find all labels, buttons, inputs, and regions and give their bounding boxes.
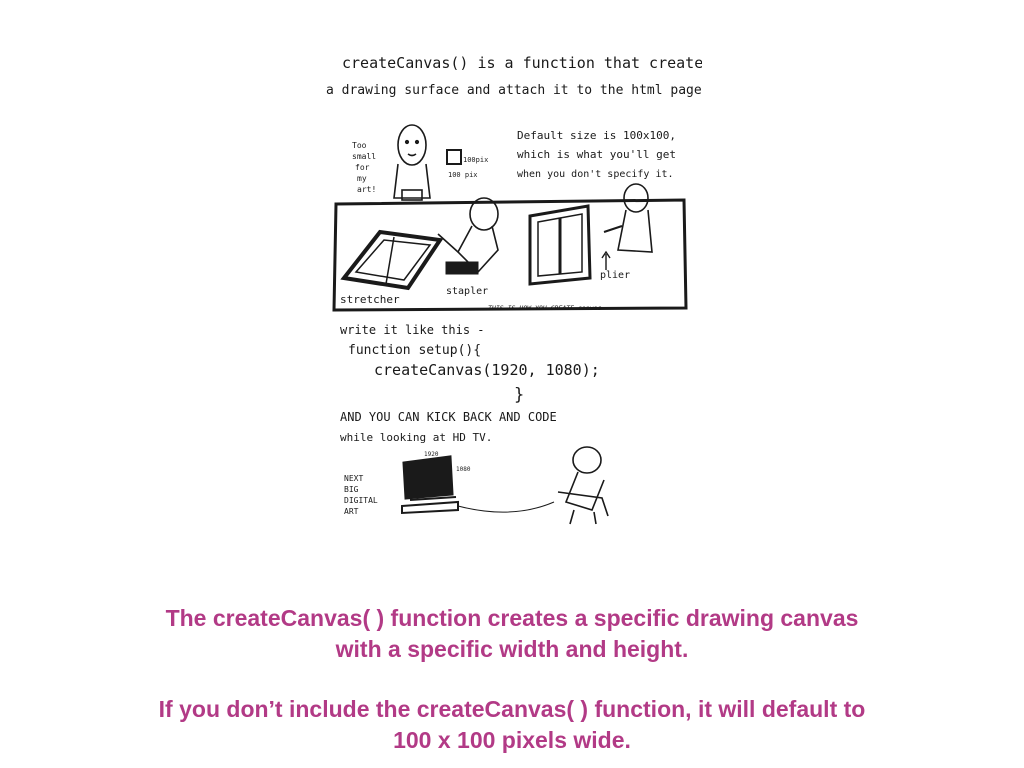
- person-with-small-canvas: [393, 124, 431, 201]
- tv-height-label: 1080: [456, 466, 471, 473]
- caption-paragraph-1: The createCanvas( ) function creates a s…: [0, 603, 1024, 665]
- next-big-digital-art-label: NEXT BIG DIGITAL ART: [344, 474, 383, 516]
- plier-label: plier: [600, 270, 630, 281]
- canvas-building-scene: [332, 183, 688, 312]
- caption-line: If you don’t include the createCanvas( )…: [158, 696, 866, 722]
- default-note-2: which is what you'll get: [517, 148, 676, 161]
- pixel-size-label-2: 100 pix: [448, 171, 478, 179]
- intro-line-2: a drawing surface and attach it to the h…: [326, 83, 702, 98]
- caption-line: The createCanvas( ) function creates a s…: [165, 605, 859, 631]
- caption-line: with a specific width and height.: [335, 636, 689, 662]
- intro-line-1: createCanvas() is a function that create…: [342, 54, 702, 72]
- default-note-3: when you don't specify it.: [517, 169, 674, 180]
- caption-paragraph-2: If you don’t include the createCanvas( )…: [0, 694, 1024, 756]
- too-small-note: Too small for my art!: [352, 141, 381, 194]
- outro-line-1: AND YOU CAN KICK BACK AND CODE: [340, 410, 557, 424]
- code-line-2: createCanvas(1920, 1080);: [374, 361, 600, 379]
- caption-line: 100 x 100 pixels wide.: [393, 727, 631, 753]
- code-line-1: function setup(){: [348, 343, 481, 358]
- hand-drawn-illustration: createCanvas() is a function that create…: [326, 54, 702, 525]
- outro-line-2: while looking at HD TV.: [340, 431, 492, 444]
- tv-viewing-scene: [401, 446, 609, 525]
- small-canvas-square: [446, 149, 462, 165]
- code-intro: write it like this -: [340, 323, 485, 337]
- default-note-1: Default size is 100x100,: [517, 129, 676, 142]
- code-line-3: }: [514, 385, 524, 405]
- scene-caption: THIS IS HOW YOU CREATE canvas: [488, 304, 602, 312]
- stretcher-label: stretcher: [340, 293, 400, 306]
- pixel-size-label-1: 100pix: [463, 156, 488, 164]
- tv-width-label: 1920: [424, 451, 439, 458]
- stapler-label: stapler: [446, 286, 488, 297]
